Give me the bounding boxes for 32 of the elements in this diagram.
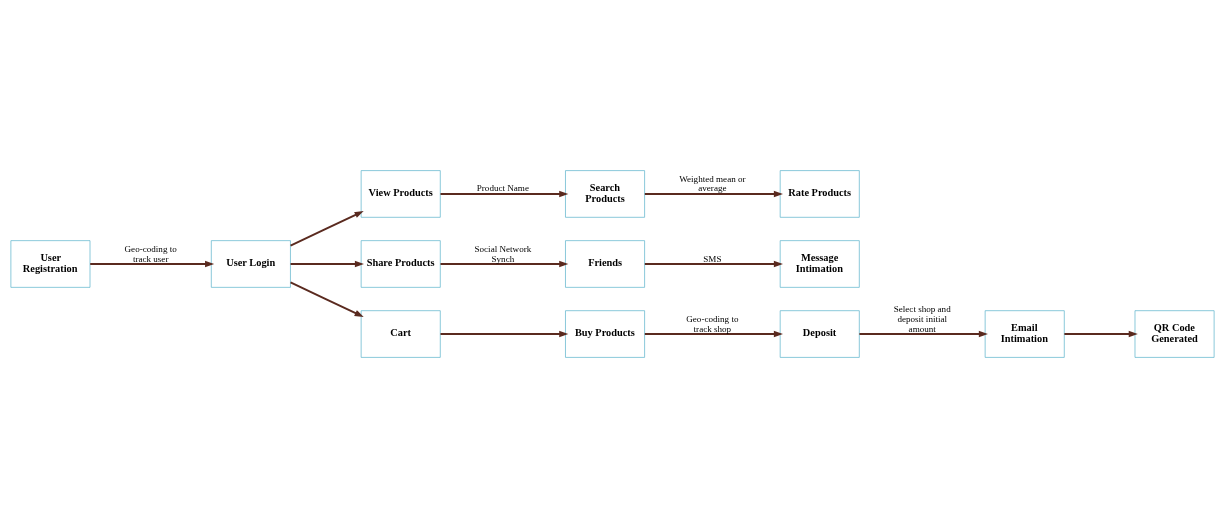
arrow — [439, 260, 569, 268]
arrow — [439, 330, 569, 338]
node-box: Cart — [360, 310, 441, 358]
edge-label: Social Network Synch — [474, 243, 532, 264]
node-box: Share Products — [360, 240, 441, 288]
arrow — [289, 211, 364, 247]
node-box: Deposit — [779, 310, 860, 358]
arrow — [89, 260, 215, 268]
arrow — [289, 260, 364, 268]
node-box: QR Code Generated — [1134, 310, 1215, 358]
arrow — [858, 330, 988, 338]
node-box: View Products — [360, 170, 441, 218]
edge-label: Select shop and deposit initial amount — [893, 304, 951, 334]
edge-label: Geo-coding to track user — [124, 243, 177, 264]
arrow — [289, 281, 364, 317]
arrow — [643, 190, 783, 198]
node-box: User Login — [211, 240, 291, 288]
arrow — [439, 190, 569, 198]
edge-label: SMS — [703, 253, 722, 264]
node-box: Email Intimation — [984, 310, 1065, 358]
arrow — [643, 260, 783, 268]
node-box: Rate Products — [779, 170, 860, 218]
edge-label: Product Name — [476, 183, 529, 194]
node-box: User Registration — [10, 240, 91, 288]
arrow — [1063, 330, 1138, 338]
node-box: Message Intimation — [779, 240, 860, 288]
edge-label: Weighted mean or average — [679, 173, 746, 194]
arrow — [643, 330, 783, 338]
edge-label: Geo-coding to track shop — [686, 313, 739, 334]
node-box: Friends — [565, 240, 645, 288]
node-box: Buy Products — [565, 310, 645, 358]
node-box: Search Products — [565, 170, 645, 218]
